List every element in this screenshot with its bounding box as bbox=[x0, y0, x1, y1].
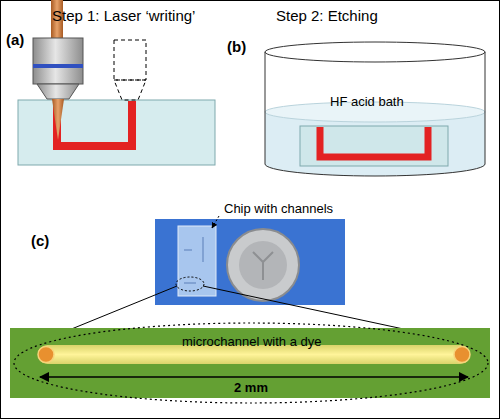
microscope-image bbox=[10, 328, 490, 398]
written-channel bbox=[57, 101, 132, 146]
pointer-arrow bbox=[212, 216, 219, 228]
node-text: microchannel with a dye bbox=[182, 335, 321, 350]
glass-block bbox=[300, 126, 448, 166]
coin-relief bbox=[253, 252, 273, 280]
step-title: Step 1: Laser ‘writing’ bbox=[52, 7, 195, 24]
chip-channel bbox=[203, 237, 204, 262]
beaker-wall bbox=[265, 52, 485, 176]
objective-lens bbox=[33, 38, 83, 84]
chip-channel bbox=[184, 250, 192, 251]
etched-channel bbox=[320, 127, 428, 157]
node-text: HF acid bath bbox=[330, 95, 404, 110]
objective-band bbox=[33, 64, 83, 68]
zoom-ellipse bbox=[14, 323, 488, 403]
panel-letter: (a) bbox=[6, 31, 24, 48]
node-outline bbox=[262, 40, 488, 182]
focused-beam bbox=[52, 99, 64, 140]
chip-channel bbox=[184, 283, 196, 284]
objective-outline bbox=[114, 40, 146, 80]
channel-port bbox=[454, 347, 470, 363]
objective-outline-tip bbox=[114, 80, 146, 100]
panel-letter: (c) bbox=[31, 232, 49, 249]
beaker-rim bbox=[265, 42, 485, 62]
glass-block bbox=[18, 100, 215, 165]
acid-bath: HF acid bath bbox=[262, 40, 488, 182]
coin-center bbox=[239, 241, 287, 289]
zoom-ellipse bbox=[176, 277, 204, 291]
channel-port bbox=[38, 347, 54, 363]
panel-letter: (b) bbox=[227, 38, 246, 55]
objective-tip bbox=[37, 84, 79, 99]
photo-background bbox=[155, 219, 345, 305]
step-title: Step 2: Etching bbox=[276, 7, 378, 24]
glass-chip bbox=[178, 226, 216, 296]
dimension-label: 2 mm bbox=[234, 381, 268, 396]
callout-label: Chip with channels bbox=[224, 202, 333, 217]
coin bbox=[227, 229, 299, 301]
dimension-arrow bbox=[40, 376, 468, 378]
